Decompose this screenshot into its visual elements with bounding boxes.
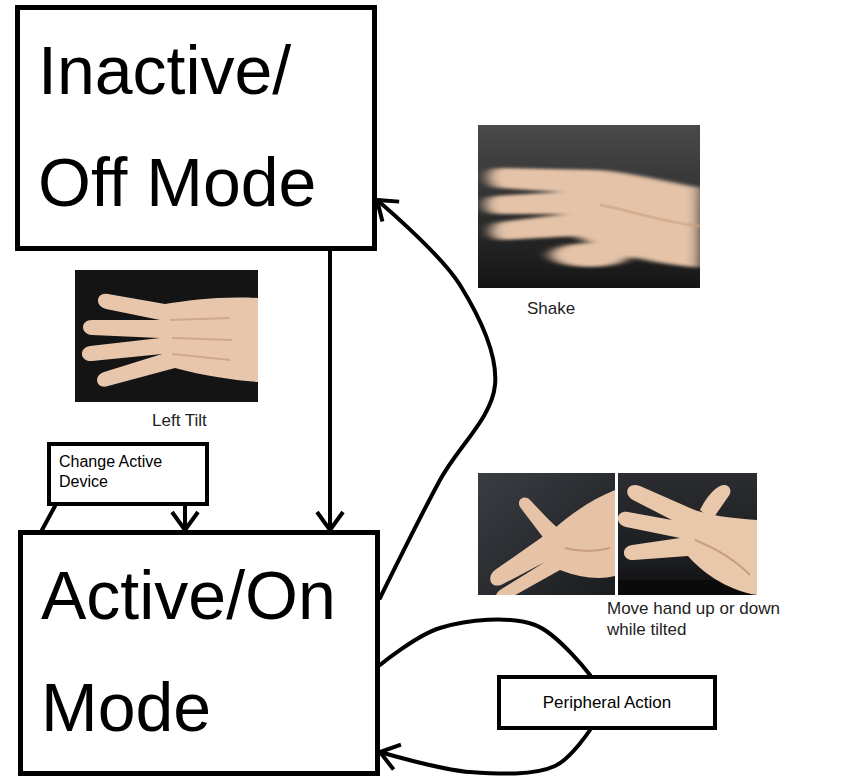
transition-arrow: [377, 200, 495, 598]
action-box: Change Active Device: [47, 442, 209, 506]
node-text: Change Active Device: [59, 452, 197, 492]
palm-crease: [565, 548, 610, 551]
transition-arrow: [380, 730, 590, 774]
palm-crease: [695, 540, 750, 575]
action-box: Peripheral Action: [497, 675, 717, 730]
gesture-label: Move hand up or down while tilted: [607, 598, 812, 640]
left-tilt-photo: [75, 270, 258, 402]
state-box: Active/On Mode: [18, 530, 380, 776]
tilted-hand: [82, 294, 258, 387]
photo-ground: [618, 473, 757, 595]
gesture-label: Shake: [527, 298, 607, 319]
move-down-photo: [618, 473, 757, 595]
photo-ground: [75, 270, 258, 402]
gesture-label: Left Tilt: [152, 410, 242, 431]
transition-arrow: [42, 506, 55, 530]
palm-hand: [618, 485, 757, 595]
transition-arrow: [183, 506, 187, 530]
transition-arrow: [380, 620, 590, 675]
move-up-photo: [478, 473, 615, 595]
blurred-hand: [485, 168, 700, 268]
node-text: Active/On Mode: [41, 539, 361, 763]
node-text: Peripheral Action: [543, 692, 672, 714]
transition-arrow: [328, 251, 332, 530]
photo-ground: [478, 125, 700, 288]
node-text: Inactive/ Off Mode: [38, 14, 358, 238]
hand-crease: [600, 205, 700, 226]
knuckle-lines: [170, 318, 232, 360]
shake-photo: [478, 125, 700, 288]
state-box: Inactive/ Off Mode: [15, 5, 377, 251]
palm-hand: [490, 490, 615, 595]
